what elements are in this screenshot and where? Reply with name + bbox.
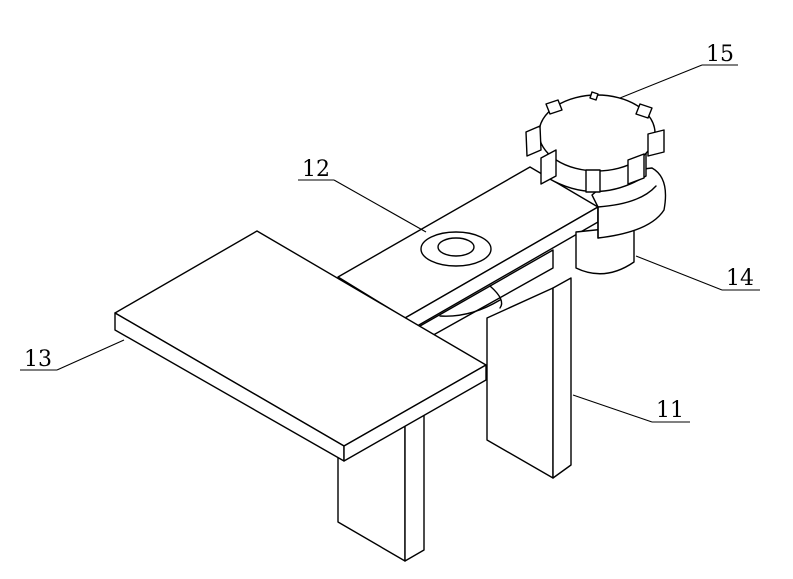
lower-cylinder — [575, 225, 635, 275]
label-15: 15 — [706, 42, 734, 67]
ring-washer — [420, 231, 492, 267]
gear-knob — [525, 91, 665, 193]
table-plate — [114, 230, 487, 462]
label-11: 11 — [656, 398, 684, 423]
label-13: 13 — [24, 347, 52, 372]
label-12: 12 — [302, 157, 330, 182]
label-14: 14 — [726, 266, 754, 291]
leader-lines — [20, 64, 760, 423]
support-post-right — [486, 277, 572, 479]
